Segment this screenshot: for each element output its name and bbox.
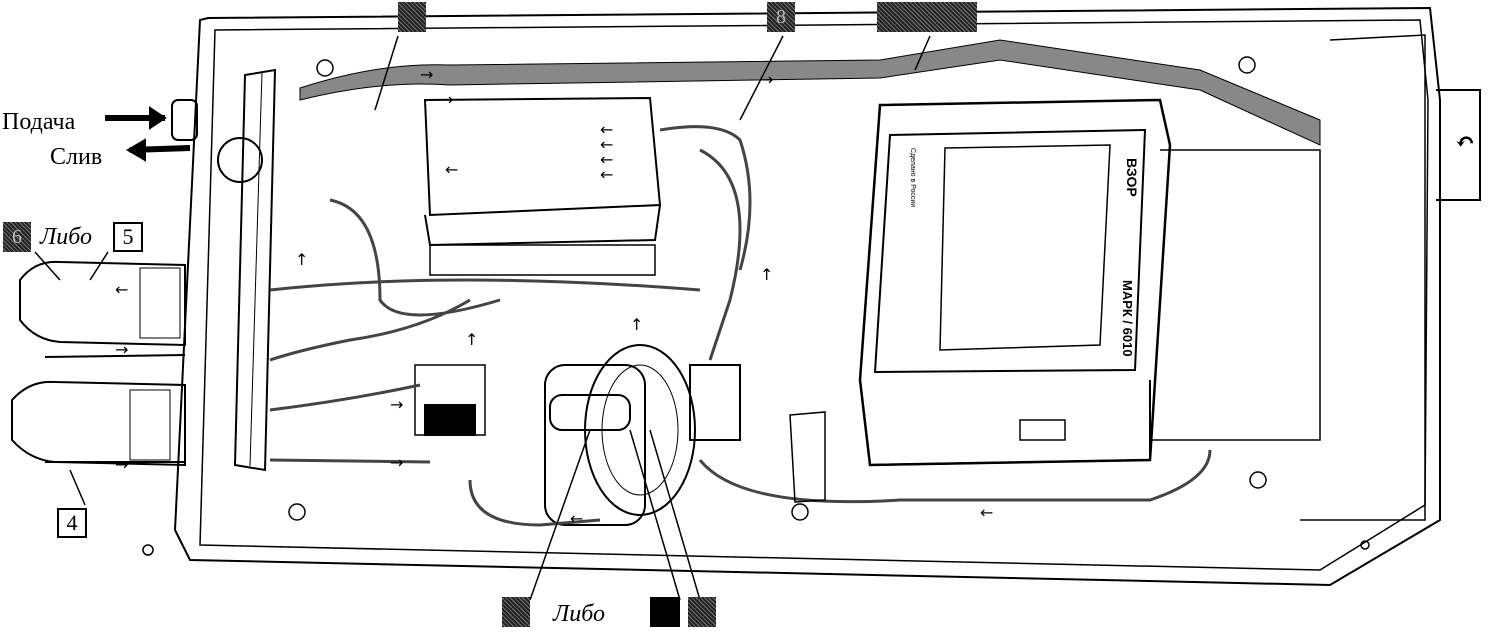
either-label-bottom: Либо xyxy=(553,601,606,627)
svg-text:←: ← xyxy=(600,135,613,154)
callout-bottom-left xyxy=(502,597,530,627)
either-label-top: Либо xyxy=(40,224,93,250)
callout-bottom-right xyxy=(688,597,716,627)
callout-5: 5 xyxy=(113,222,143,252)
svg-text:←: ← xyxy=(115,280,128,299)
callout-top-left xyxy=(398,2,426,32)
svg-text:←: ← xyxy=(600,120,613,139)
callout-8: 8 xyxy=(767,2,795,32)
svg-text:→: → xyxy=(390,395,403,414)
sensor-cylinder-upper xyxy=(19,260,186,347)
svg-text:↑: ↑ xyxy=(630,315,643,334)
svg-text:→: → xyxy=(760,70,773,89)
enclosure-outline xyxy=(173,6,1441,587)
svg-text:→: → xyxy=(420,65,433,84)
svg-text:←: ← xyxy=(600,150,613,169)
callout-top-right xyxy=(877,2,977,32)
supply-label: Подача xyxy=(2,109,76,135)
svg-text:→: → xyxy=(440,90,453,109)
svg-text:→: → xyxy=(115,455,128,474)
svg-text:←: ← xyxy=(600,165,613,184)
svg-text:→: → xyxy=(390,453,403,472)
callout-4: 4 xyxy=(57,508,87,538)
device-made-in: Сделано в России xyxy=(909,148,916,208)
svg-text:←: ← xyxy=(445,160,458,179)
device-brand: ВЗОР xyxy=(1124,158,1140,197)
control-box xyxy=(423,96,662,217)
callout-6: 6 xyxy=(3,222,31,252)
svg-text:←: ← xyxy=(570,509,583,528)
svg-text:→: → xyxy=(115,340,128,359)
callout-bottom-black xyxy=(650,597,680,627)
svg-text:↑: ↑ xyxy=(760,265,773,284)
drain-label: Слив xyxy=(50,144,103,170)
svg-text:↑: ↑ xyxy=(465,330,478,349)
svg-text:↑: ↑ xyxy=(295,250,308,269)
svg-text:↶: ↶ xyxy=(1455,130,1475,156)
svg-text:←: ← xyxy=(980,503,993,522)
cable-harness xyxy=(299,39,1321,146)
sensor-cylinder-lower xyxy=(11,380,186,467)
device-model: МАРК / 6010 xyxy=(1120,280,1135,357)
